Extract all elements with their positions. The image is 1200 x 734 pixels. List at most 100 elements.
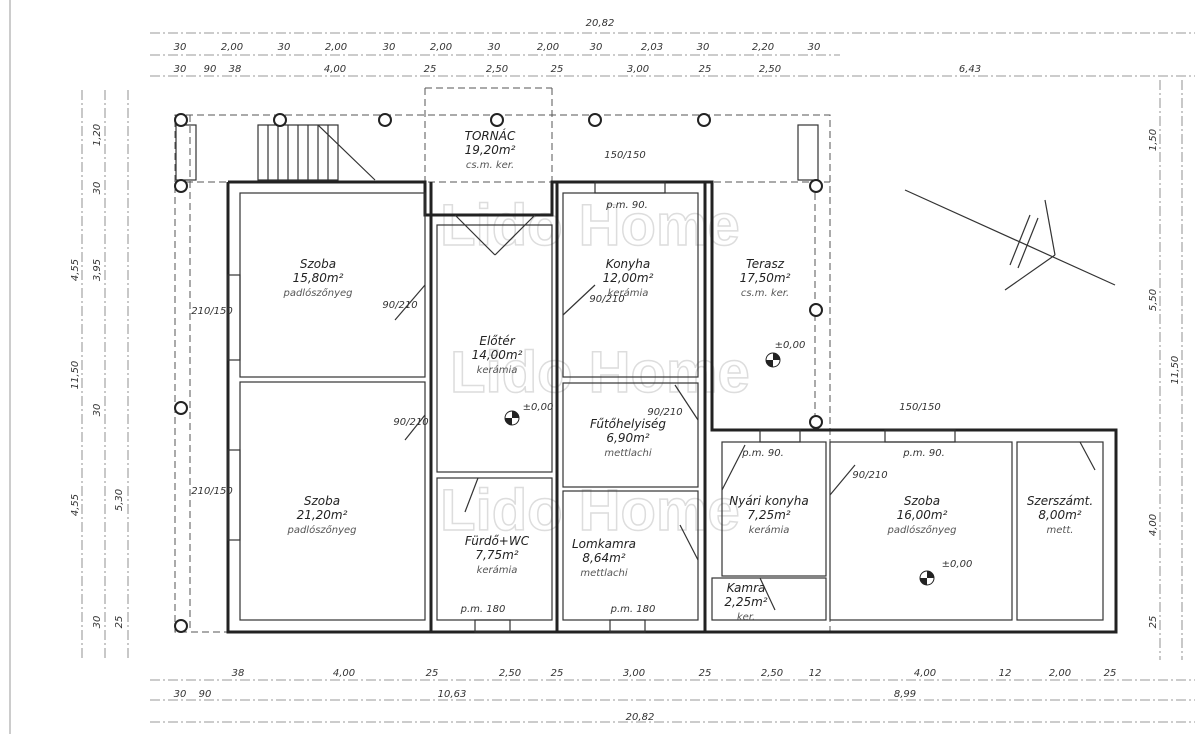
dimension-label: 30 <box>808 42 821 53</box>
dimension-label: 11,50 <box>1170 356 1181 385</box>
annotation-label: 90/210 <box>589 294 624 305</box>
room-area: 12,00m² <box>603 271 654 285</box>
room-area: 15,80m² <box>293 271 344 285</box>
room-name: Fűtőhelyiség <box>590 417 666 431</box>
room-name: Lomkamra <box>572 537 636 551</box>
north-arrow-icon <box>904 189 1116 291</box>
dimension-label: 2,50 <box>759 64 781 75</box>
dimension-label: 30 <box>92 404 103 417</box>
dimension-label: 1,50 <box>1148 129 1159 151</box>
dimension-label: 2,03 <box>641 42 663 53</box>
dimension-label: 30 <box>697 42 710 53</box>
dimension-label: 38 <box>229 64 242 75</box>
room-area: 19,20m² <box>465 143 516 157</box>
room-floor-material: padlószőnyeg <box>286 524 356 536</box>
annotation-label: ±0,00 <box>942 559 973 570</box>
room-floor-material: cs.m. ker. <box>741 288 789 299</box>
annotation-label: 210/150 <box>191 486 233 497</box>
watermark: Lido Home <box>440 478 740 543</box>
room-name: Szoba <box>304 494 340 508</box>
dimension-label: 2,00 <box>430 42 452 53</box>
dimension-label: 30 <box>174 64 187 75</box>
room-area: 8,00m² <box>1038 508 1081 522</box>
dimension-total: 20,82 <box>586 18 615 29</box>
dimension-label: 2,50 <box>499 668 521 679</box>
dimension-label: 30 <box>278 42 291 53</box>
room-name: Szoba <box>300 257 336 271</box>
windows <box>227 181 956 633</box>
room-floor-material: mett. <box>1047 525 1074 536</box>
dimension-label: 25 <box>426 668 439 679</box>
dimension-label: 4,00 <box>333 668 355 679</box>
dimension-label: 3,95 <box>92 259 103 281</box>
room-area: 2,25m² <box>724 595 767 609</box>
dimension-label: 25 <box>424 64 437 75</box>
annotation-label: p.m. 90. <box>741 448 784 459</box>
dimension-label: 2,00 <box>1049 668 1071 679</box>
watermark: Lido Home <box>450 340 750 405</box>
dimension-label: 4,55 <box>70 259 81 281</box>
stairs <box>175 124 819 181</box>
annotation-label: 90/210 <box>852 470 887 481</box>
dimension-labels: 20,82 30 2,00 30 2,00 30 2,00 30 2,00 30 2,03 30 2,2… <box>70 18 1181 723</box>
room-floor-material: padlószőnyeg <box>886 524 956 536</box>
annotation-label: 90/210 <box>393 417 428 428</box>
dimension-label: 38 <box>232 668 245 679</box>
annotation-label: 150/150 <box>604 150 646 161</box>
annotation-label: ±0,00 <box>775 340 806 351</box>
room-area: 8,64m² <box>582 551 625 565</box>
room-floor-material: mettlachi <box>580 568 627 579</box>
dimension-label: 30 <box>590 42 603 53</box>
room-name: Előtér <box>479 334 515 348</box>
door-swings <box>394 214 1096 611</box>
dimension-label: 25 <box>1104 668 1117 679</box>
room-floor-material: ker. <box>737 612 755 623</box>
dimension-label: 11,50 <box>70 361 81 390</box>
annotation-label: 150/150 <box>899 402 941 413</box>
dimension-label: 2,00 <box>221 42 243 53</box>
dimension-label: 6,43 <box>959 64 981 75</box>
annotation-label: 210/150 <box>191 306 233 317</box>
dimension-label: 2,20 <box>752 42 774 53</box>
room-area: 17,50m² <box>740 271 791 285</box>
room-area: 6,90m² <box>606 431 649 445</box>
dimension-label: 2,50 <box>486 64 508 75</box>
room-floor-material: kerámia <box>477 564 518 576</box>
room-name: Kamra <box>727 581 766 595</box>
room-name: Nyári konyha <box>729 494 808 508</box>
dimension-label: 5,50 <box>1148 289 1159 311</box>
room-floor-material: kerámia <box>608 287 649 299</box>
dimension-label: 30 <box>92 616 103 629</box>
dimension-total: 20,82 <box>626 712 655 723</box>
dimension-label: 10,63 <box>438 689 467 700</box>
room-area: 7,25m² <box>747 508 790 522</box>
annotation-label: 90/210 <box>382 300 417 311</box>
dimension-label: 30 <box>174 42 187 53</box>
room-area: 21,20m² <box>297 508 348 522</box>
annotation-label: p.m. 90. <box>605 200 648 211</box>
annotation-label: p.m. 90. <box>902 448 945 459</box>
dimension-label: 4,55 <box>70 494 81 516</box>
dimension-label: 4,00 <box>914 668 936 679</box>
dimension-label: 30 <box>488 42 501 53</box>
room-floor-material: padlószőnyeg <box>282 287 352 299</box>
dimension-label: 2,50 <box>761 668 783 679</box>
annotation-label: p.m. 180 <box>610 604 656 615</box>
room-floor-material: cs.m. ker. <box>466 160 514 171</box>
dimension-label: 2,00 <box>325 42 347 53</box>
room-name: Konyha <box>606 257 650 271</box>
dimension-label: 30 <box>92 182 103 195</box>
dimension-label: 30 <box>174 689 187 700</box>
room-area: 14,00m² <box>472 348 523 362</box>
dimension-label: 12 <box>999 668 1012 679</box>
dimension-label: 25 <box>699 64 712 75</box>
dimension-label: 3,00 <box>627 64 649 75</box>
dimension-label: 25 <box>551 64 564 75</box>
annotation-label: 90/210 <box>647 407 682 418</box>
dimension-label: 1,20 <box>92 124 103 146</box>
dimension-label: 90 <box>199 689 212 700</box>
room-floor-material: kerámia <box>477 364 518 376</box>
dimension-label: 90 <box>204 64 217 75</box>
